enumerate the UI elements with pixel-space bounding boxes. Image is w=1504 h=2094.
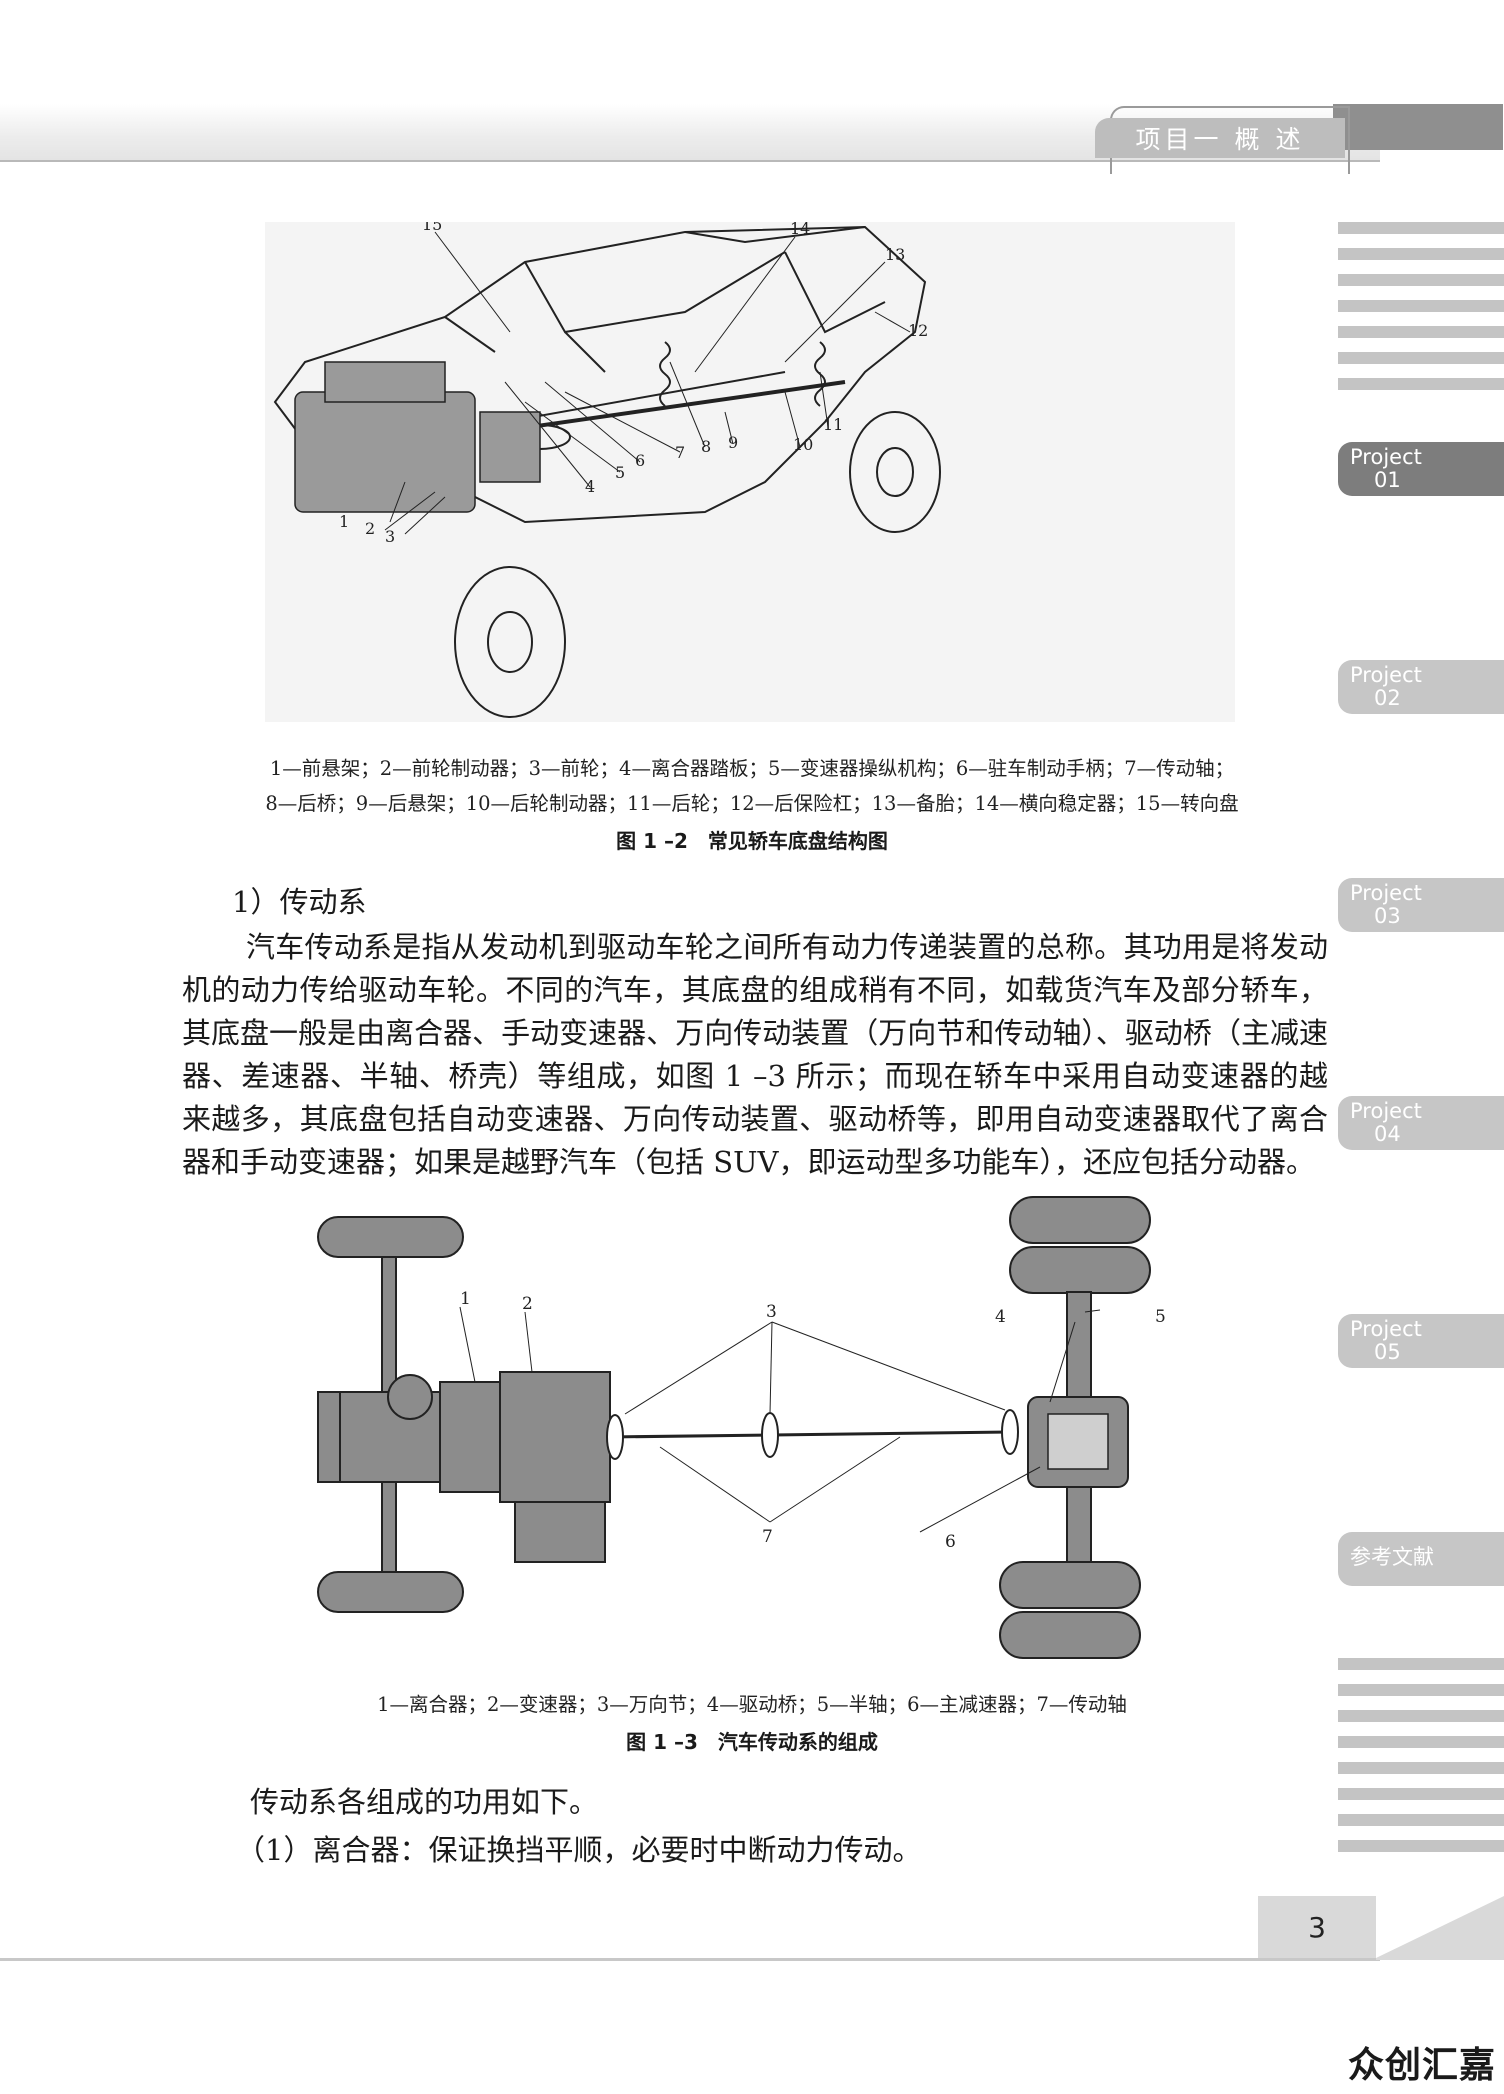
side-tab-number: 03 — [1374, 904, 1401, 928]
side-stripe — [1338, 1840, 1504, 1852]
side-tab-project-05[interactable]: Project 05 — [1338, 1314, 1504, 1368]
figure2-title: 图 1 –3 汽车传动系的组成 — [626, 1730, 878, 1754]
callout-label: 7 — [675, 443, 685, 462]
callout-label: 1 — [339, 512, 349, 531]
watermark-text: 众创汇嘉 — [1347, 2045, 1496, 2086]
section-paragraph: 汽车传动系是指从发动机到驱动车轮之间所有动力传递装置的总称。其功用是将发动机的动… — [182, 930, 1328, 1179]
closing-line1: 传动系各组成的功用如下。 — [250, 1785, 599, 1819]
page-number: 3 — [1308, 1910, 1326, 1944]
side-tab-project-02[interactable]: Project 02 — [1338, 660, 1504, 714]
side-tab-number: 02 — [1374, 686, 1401, 710]
side-tab-label: Project — [1350, 1099, 1422, 1123]
side-tab-label: Project — [1350, 445, 1422, 469]
section-heading: 1）传动系 — [232, 885, 367, 919]
callout-label: 1 — [460, 1289, 471, 1309]
footer-wedge — [1376, 1896, 1504, 1960]
side-tab-project-03[interactable]: Project 03 — [1338, 878, 1504, 932]
side-stripe — [1338, 300, 1504, 312]
callout-label: 14 — [790, 222, 810, 238]
side-stripe — [1338, 222, 1504, 234]
side-stripe — [1338, 1762, 1504, 1774]
side-stripe — [1338, 248, 1504, 260]
side-stripe — [1338, 378, 1504, 390]
side-tab-number: 01 — [1374, 468, 1401, 492]
side-tab-number: 04 — [1374, 1122, 1401, 1146]
callout-label: 13 — [885, 245, 905, 264]
callout-label: 4 — [585, 477, 595, 496]
figure1-legend-line1: 1—前悬架；2—前轮制动器；3—前轮；4—离合器踏板；5—变速器操纵机构；6—驻… — [269, 757, 1235, 780]
side-tab-label: Project — [1350, 1317, 1422, 1341]
footer-rule — [0, 1958, 1380, 1961]
callout-label: 5 — [1155, 1307, 1166, 1327]
side-stripe — [1338, 326, 1504, 338]
callout-label: 12 — [908, 321, 928, 340]
side-stripe — [1338, 1736, 1504, 1748]
closing-line2: （1）离合器：保证换挡平顺，必要时中断动力传动。 — [236, 1833, 922, 1867]
page-number-box — [1258, 1896, 1376, 1958]
callout-label: 2 — [365, 519, 375, 538]
chapter-header-tab: 项目一 概 述 — [1095, 118, 1345, 158]
side-tab-label: Project — [1350, 881, 1422, 905]
side-tab-label: 参考文献 — [1350, 1545, 1434, 1569]
callout-label: 10 — [793, 435, 813, 454]
header-corner-block — [1333, 104, 1503, 150]
drivetrain-diagram: 1 2 3 4 5 6 7 — [317, 1196, 1166, 1659]
figure1-title: 图 1 –2 常见轿车底盘结构图 — [616, 829, 888, 853]
side-tab-label: Project — [1350, 663, 1422, 687]
callout-label: 6 — [635, 451, 645, 470]
figure1-legend-line2: 8—后桥；9—后悬架；10—后轮制动器；11—后轮；12—后保险杠；13—备胎；… — [265, 792, 1239, 815]
side-stripe — [1338, 274, 1504, 286]
side-tab-project-01[interactable]: Project 01 — [1338, 442, 1504, 496]
side-stripe — [1338, 1814, 1504, 1826]
side-tab-references[interactable]: 参考文献 — [1338, 1532, 1504, 1586]
figure2-legend: 1—离合器；2—变速器；3—万向节；4—驱动桥；5—半轴；6—主减速器；7—传动… — [377, 1693, 1127, 1716]
callout-label: 5 — [615, 463, 625, 482]
callout-label: 3 — [385, 527, 395, 546]
callout-label: 6 — [945, 1532, 956, 1552]
callout-label: 7 — [762, 1527, 773, 1547]
side-stripe — [1338, 1684, 1504, 1696]
callout-label: 9 — [728, 433, 738, 452]
side-tab-project-04[interactable]: Project 04 — [1338, 1096, 1504, 1150]
header-rule — [0, 160, 1380, 162]
callout-label: 8 — [701, 437, 711, 456]
side-stripe — [1338, 1710, 1504, 1722]
side-stripe — [1338, 1658, 1504, 1670]
callout-label: 3 — [766, 1302, 777, 1322]
side-stripe — [1338, 352, 1504, 364]
callout-label: 15 — [422, 222, 442, 234]
callout-label: 2 — [522, 1294, 533, 1314]
car-chassis-illustration: 1 2 3 4 5 6 7 8 9 10 11 12 13 14 15 — [265, 222, 1235, 722]
callout-label: 4 — [995, 1307, 1006, 1327]
callout-label: 11 — [823, 415, 843, 434]
side-stripe — [1338, 1788, 1504, 1800]
side-tab-number: 05 — [1374, 1340, 1401, 1364]
